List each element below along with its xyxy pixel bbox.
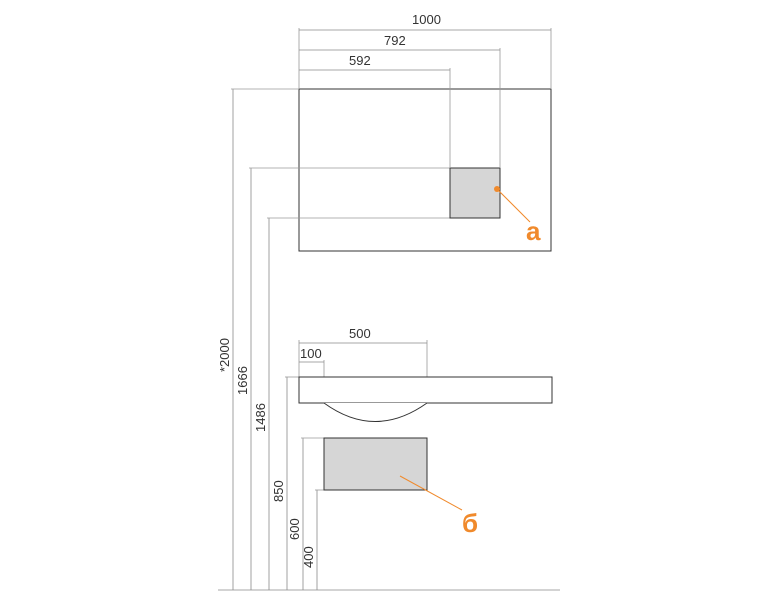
upper-panel [298, 88, 552, 252]
callout-b-leader [399, 475, 463, 511]
dim-label-1666: 1666 [235, 366, 250, 395]
shelf-a [449, 167, 501, 219]
callout-a-label: а [526, 216, 541, 246]
dim-label-1486: 1486 [253, 403, 268, 432]
dim-label-2000: *2000 [217, 338, 232, 372]
dim-label-500: 500 [349, 326, 371, 341]
callout-a-leader [496, 188, 531, 223]
dim-label-600: 600 [287, 518, 302, 540]
countertop [298, 376, 553, 404]
dim-label-1000: 1000 [412, 12, 441, 27]
basin-bowl [323, 402, 428, 422]
dim-label-592: 592 [349, 53, 371, 68]
dim-label-100: 100 [300, 346, 322, 361]
dim-label-850: 850 [271, 480, 286, 502]
callout-b-label: б [462, 508, 478, 538]
dim-label-792: 792 [384, 33, 406, 48]
dim-label-400: 400 [301, 546, 316, 568]
